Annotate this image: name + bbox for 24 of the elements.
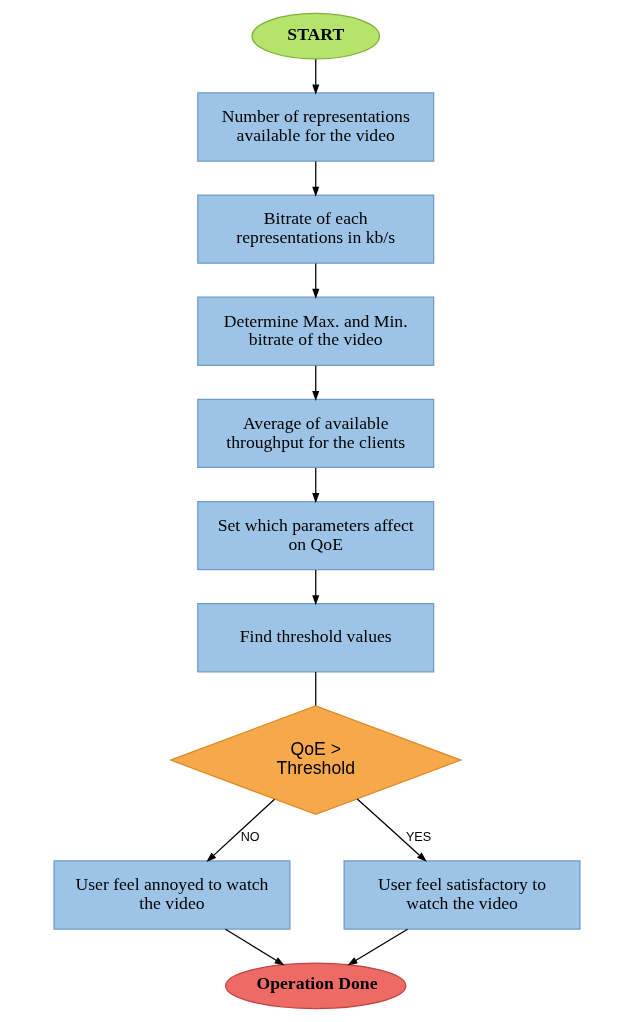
arrow bbox=[311, 365, 319, 402]
node-box: Set which parameters affect on QoE bbox=[196, 500, 434, 571]
connector bbox=[314, 671, 316, 707]
node-box: Number of representations available for the video bbox=[196, 92, 434, 162]
arrow bbox=[311, 467, 319, 504]
node-box: User feel satisfactory to watch the video bbox=[343, 860, 581, 930]
node-box: User feel annoyed to watch the video bbox=[52, 860, 290, 930]
node-ellipse: Operation Done bbox=[224, 962, 407, 1010]
arrow bbox=[346, 928, 408, 966]
arrow bbox=[224, 928, 285, 966]
arrow bbox=[311, 160, 319, 197]
node-box: Find threshold values bbox=[196, 603, 434, 673]
node-ellipse: START bbox=[250, 12, 380, 60]
edge-label: NO bbox=[240, 829, 260, 844]
edge-label: YES bbox=[405, 829, 431, 844]
node-diamond: QoE > Threshold bbox=[168, 705, 463, 815]
arrow bbox=[311, 58, 319, 95]
arrow bbox=[311, 569, 319, 606]
arrow bbox=[356, 798, 427, 862]
arrow bbox=[311, 262, 319, 299]
node-box: Average of available throughput for the clients bbox=[196, 398, 434, 469]
node-box: Bitrate of each representations in kb/s bbox=[196, 194, 434, 264]
arrow bbox=[205, 798, 275, 863]
node-box: Determine Max. and Min. bitrate of the video bbox=[196, 296, 434, 366]
